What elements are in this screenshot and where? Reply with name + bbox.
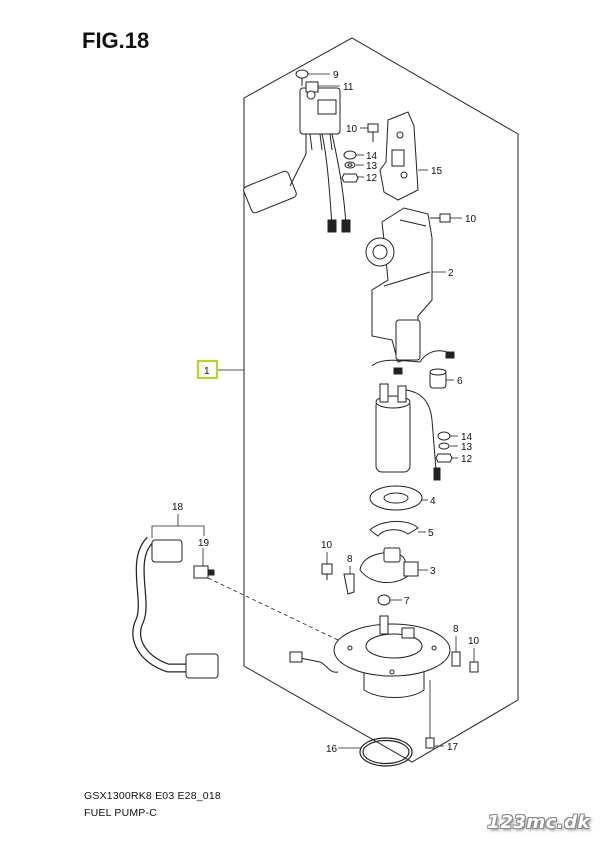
- callout-1[interactable]: 1: [204, 366, 210, 377]
- callout-8a[interactable]: 8: [347, 554, 353, 565]
- site-watermark: 123mc.dk: [487, 812, 590, 833]
- leader-lines: [151, 73, 475, 749]
- bracket-part-8-left: [343, 573, 355, 595]
- callout-14b[interactable]: 14: [461, 432, 473, 443]
- callout-9[interactable]: 9: [333, 70, 339, 81]
- part-group-caption: FUEL PUMP-C: [84, 807, 157, 819]
- callout-16[interactable]: 16: [326, 744, 338, 755]
- callout-6[interactable]: 6: [457, 376, 463, 387]
- callout-11[interactable]: 11: [343, 82, 354, 93]
- callout-box-1[interactable]: [196, 359, 219, 380]
- callout-10c[interactable]: 10: [321, 540, 333, 551]
- figure-title: FIG.18: [82, 28, 150, 53]
- bracket-part-15: [379, 111, 419, 201]
- callout-13a[interactable]: 13: [366, 161, 378, 172]
- callout-14a[interactable]: 14: [366, 151, 378, 162]
- washer-nut-set-lower: [435, 431, 453, 463]
- callout-4[interactable]: 4: [430, 496, 436, 507]
- callout-19[interactable]: 19: [198, 538, 210, 549]
- callout-7[interactable]: 7: [404, 596, 410, 607]
- bolt-part-10-left: [321, 563, 333, 580]
- fuel-pump-case-part-2: [365, 207, 433, 363]
- callout-10b[interactable]: 10: [465, 214, 477, 225]
- fuel-pump-motor: [371, 350, 455, 481]
- clip-part-5: [369, 521, 419, 537]
- fuel-hose-assembly-part-18: [132, 536, 219, 679]
- callout-5[interactable]: 5: [428, 528, 434, 539]
- bracket-part-8-right: [451, 651, 461, 667]
- fuel-level-sender: [243, 81, 351, 233]
- callout-labels: 1 9 11 10 14 13 12 15 10 2 6 14 13 12 4 …: [172, 70, 480, 755]
- callout-17[interactable]: 17: [447, 742, 459, 753]
- regulator-part-3: [359, 547, 419, 583]
- callout-10d[interactable]: 10: [468, 636, 480, 647]
- callout-3[interactable]: 3: [430, 566, 436, 577]
- bolt-part-17: [425, 737, 435, 749]
- assembly-boundary: [243, 37, 519, 763]
- callout-13b[interactable]: 13: [461, 442, 473, 453]
- bolt-part-10-right: [430, 213, 451, 223]
- bolt-part-10-lower: [469, 661, 479, 673]
- washer-nut-set-top: [341, 150, 359, 183]
- wire-harness: [289, 651, 339, 673]
- callout-8b[interactable]: 8: [453, 624, 459, 635]
- grommet-part-6: [429, 368, 447, 389]
- screw-part-9: [295, 69, 309, 86]
- filter-part-4: [369, 485, 423, 511]
- gasket-part-16: [359, 737, 413, 767]
- connector-part-19: [193, 565, 215, 579]
- o-ring-part-7: [377, 594, 391, 606]
- fuel-pump-base-plate: [333, 615, 451, 698]
- callout-12a[interactable]: 12: [366, 173, 378, 184]
- model-code-caption: GSX1300RK8 E03 E28_018: [84, 790, 221, 802]
- callout-2[interactable]: 2: [448, 268, 454, 279]
- callout-10a[interactable]: 10: [346, 124, 358, 135]
- callout-15[interactable]: 15: [431, 166, 443, 177]
- callout-12b[interactable]: 12: [461, 454, 473, 465]
- bolt-part-10-upper: [367, 123, 379, 142]
- callout-18[interactable]: 18: [172, 502, 184, 513]
